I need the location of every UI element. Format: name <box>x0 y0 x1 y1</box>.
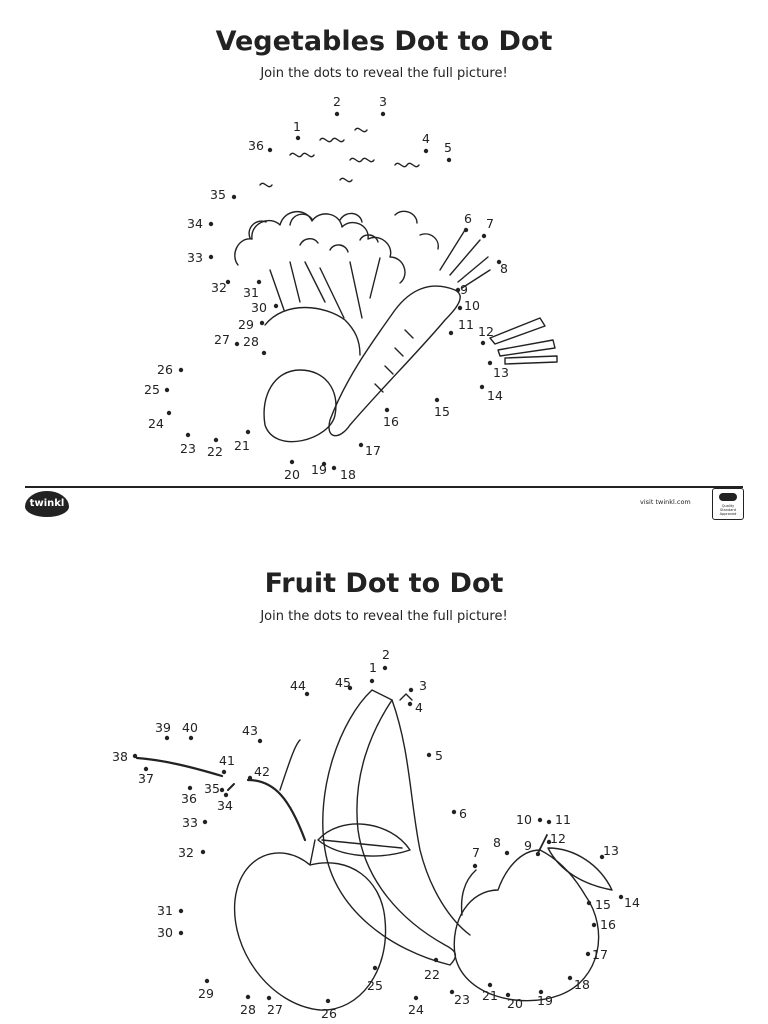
vegetables-dots <box>164 111 502 471</box>
svg-text:2: 2 <box>333 94 341 109</box>
fruit-dots <box>132 665 624 1004</box>
svg-text:37: 37 <box>138 771 154 786</box>
svg-text:23: 23 <box>454 992 470 1007</box>
fruit-line-art <box>135 689 613 1011</box>
vegetables-line-art <box>234 127 558 443</box>
svg-text:26: 26 <box>321 1006 337 1021</box>
fruit-subtitle: Join the dots to reveal the full picture… <box>260 609 508 624</box>
svg-text:7: 7 <box>472 845 480 860</box>
svg-text:33: 33 <box>182 815 198 830</box>
svg-text:32: 32 <box>211 280 227 295</box>
svg-text:3: 3 <box>379 94 387 109</box>
svg-text:12: 12 <box>478 324 494 339</box>
svg-text:36: 36 <box>248 138 264 153</box>
svg-text:14: 14 <box>487 388 503 403</box>
svg-text:29: 29 <box>238 317 254 332</box>
svg-text:19: 19 <box>537 993 553 1008</box>
svg-text:18: 18 <box>574 977 590 992</box>
svg-text:38: 38 <box>112 749 128 764</box>
svg-text:42: 42 <box>254 764 270 779</box>
svg-text:5: 5 <box>444 140 452 155</box>
svg-text:10: 10 <box>516 812 532 827</box>
quality-badge-icon: Quality Standard Approved <box>712 488 744 520</box>
svg-text:39: 39 <box>155 720 171 735</box>
svg-text:28: 28 <box>240 1002 256 1017</box>
svg-text:31: 31 <box>157 903 173 918</box>
svg-text:31: 31 <box>243 285 259 300</box>
svg-text:4: 4 <box>422 131 430 146</box>
svg-text:24: 24 <box>148 416 164 431</box>
svg-text:23: 23 <box>180 441 196 456</box>
fruit-title: Fruit Dot to Dot <box>264 568 504 599</box>
svg-text:45: 45 <box>335 675 351 690</box>
svg-text:17: 17 <box>592 947 608 962</box>
svg-text:25: 25 <box>144 382 160 397</box>
badge-text: Quality Standard Approved <box>719 504 737 516</box>
svg-text:16: 16 <box>383 414 399 429</box>
svg-text:1: 1 <box>293 119 301 134</box>
svg-text:44: 44 <box>290 678 306 693</box>
svg-text:13: 13 <box>603 843 619 858</box>
svg-text:26: 26 <box>157 362 173 377</box>
svg-text:19: 19 <box>311 462 327 477</box>
svg-text:41: 41 <box>219 753 235 768</box>
svg-text:15: 15 <box>434 404 450 419</box>
svg-text:8: 8 <box>500 261 508 276</box>
svg-text:35: 35 <box>204 781 220 796</box>
svg-text:21: 21 <box>234 438 250 453</box>
svg-text:11: 11 <box>555 812 571 827</box>
svg-text:5: 5 <box>435 748 443 763</box>
svg-text:20: 20 <box>284 467 300 482</box>
svg-text:21: 21 <box>482 988 498 1003</box>
svg-text:34: 34 <box>187 216 203 231</box>
svg-text:9: 9 <box>524 838 532 853</box>
svg-text:1: 1 <box>369 660 377 675</box>
svg-text:17: 17 <box>365 443 381 458</box>
svg-text:6: 6 <box>464 211 472 226</box>
svg-text:34: 34 <box>217 798 233 813</box>
svg-text:10: 10 <box>464 298 480 313</box>
svg-text:22: 22 <box>207 444 223 459</box>
svg-text:22: 22 <box>424 967 440 982</box>
svg-text:40: 40 <box>182 720 198 735</box>
svg-text:2: 2 <box>382 647 390 662</box>
svg-text:7: 7 <box>486 216 494 231</box>
svg-text:11: 11 <box>458 317 474 332</box>
svg-text:16: 16 <box>600 917 616 932</box>
svg-text:27: 27 <box>214 332 230 347</box>
svg-text:25: 25 <box>367 978 383 993</box>
vegetables-subtitle: Join the dots to reveal the full picture… <box>260 66 508 81</box>
svg-text:3: 3 <box>419 678 427 693</box>
footer-divider <box>25 486 743 488</box>
svg-text:14: 14 <box>624 895 640 910</box>
svg-text:30: 30 <box>251 300 267 315</box>
svg-text:28: 28 <box>243 334 259 349</box>
svg-text:24: 24 <box>408 1002 424 1017</box>
visit-link-text[interactable]: visit twinkl.com <box>640 498 691 506</box>
svg-text:6: 6 <box>459 806 467 821</box>
svg-text:20: 20 <box>507 996 523 1011</box>
svg-text:32: 32 <box>178 845 194 860</box>
svg-text:4: 4 <box>415 700 423 715</box>
twinkl-logo: twinkl <box>25 491 69 517</box>
svg-text:30: 30 <box>157 925 173 940</box>
svg-text:18: 18 <box>340 467 356 482</box>
svg-text:36: 36 <box>181 791 197 806</box>
svg-text:29: 29 <box>198 986 214 1001</box>
svg-text:43: 43 <box>242 723 258 738</box>
svg-text:13: 13 <box>493 365 509 380</box>
svg-text:35: 35 <box>210 187 226 202</box>
vegetables-title: Vegetables Dot to Dot <box>215 26 553 57</box>
svg-text:15: 15 <box>595 897 611 912</box>
svg-text:33: 33 <box>187 250 203 265</box>
svg-text:8: 8 <box>493 835 501 850</box>
svg-text:27: 27 <box>267 1002 283 1017</box>
svg-text:9: 9 <box>460 282 468 297</box>
svg-text:12: 12 <box>550 831 566 846</box>
